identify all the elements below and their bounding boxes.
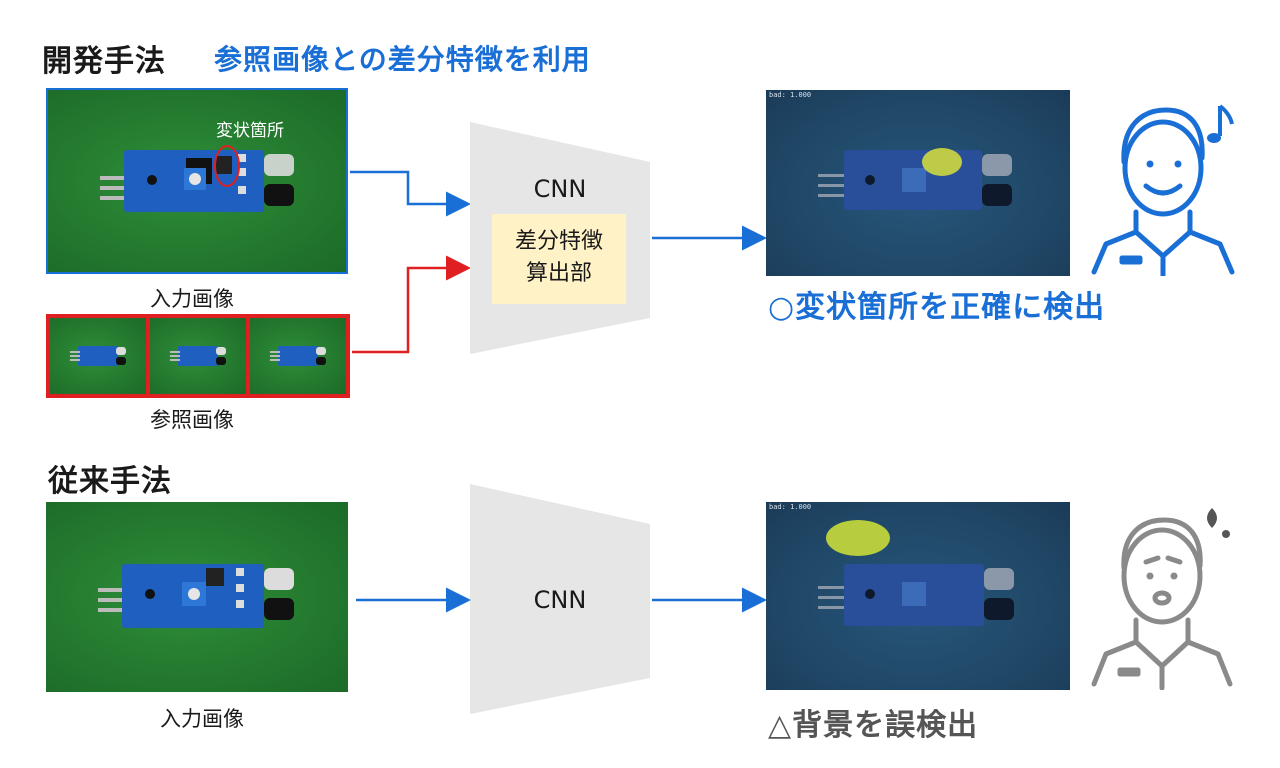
proposed-heatmap: bad: 1.000 — [766, 90, 1070, 276]
reference-images-group — [46, 314, 350, 398]
module-label-line1: 差分特徴 — [514, 229, 603, 254]
false-detection-highlight — [826, 520, 890, 556]
reference-image-3 — [250, 318, 346, 394]
conventional-cnn-label: CNN — [533, 586, 587, 614]
conventional-input-image — [46, 502, 348, 692]
proposed-result-text: ○変状箇所を正確に検出 — [768, 290, 1106, 325]
happy-person-icon — [1091, 104, 1235, 276]
proposed-cnn-label: CNN — [533, 175, 587, 203]
conventional-result-text: △背景を誤検出 — [768, 708, 979, 743]
module-label-line2: 算出部 — [525, 261, 592, 286]
conventional-heatmap: bad: 1.000 — [766, 502, 1070, 690]
proposed-subheading: 参照画像との差分特徴を利用 — [214, 43, 591, 76]
proposed-heatmap-score: bad: 1.000 — [769, 91, 812, 99]
reference-image-2 — [150, 318, 250, 394]
defect-highlight — [922, 148, 962, 176]
reference-to-cnn-arrow — [352, 255, 471, 354]
conventional-cnn-block — [470, 484, 650, 714]
proposed-input-caption: 入力画像 — [150, 287, 234, 311]
conventional-heatmap-score: bad: 1.000 — [769, 503, 812, 511]
reference-image-1 — [50, 318, 150, 394]
sweat-drop-icon — [1207, 508, 1230, 538]
proposed-heading: 開発手法 — [42, 44, 166, 79]
conventional-input-caption: 入力画像 — [160, 707, 244, 731]
worried-person-icon — [1091, 508, 1233, 690]
conventional-heading: 従来手法 — [48, 464, 172, 499]
defect-marker-circle — [214, 145, 240, 187]
music-note-icon — [1207, 104, 1234, 143]
reference-caption: 参照画像 — [150, 408, 234, 432]
proposed-input-image: 変状箇所 — [46, 88, 348, 274]
difference-feature-module: 差分特徴 算出部 — [492, 214, 626, 304]
input-to-cnn-arrow — [350, 170, 471, 217]
sensor-board-graphic — [100, 150, 294, 212]
defect-label: 変状箇所 — [216, 121, 284, 141]
